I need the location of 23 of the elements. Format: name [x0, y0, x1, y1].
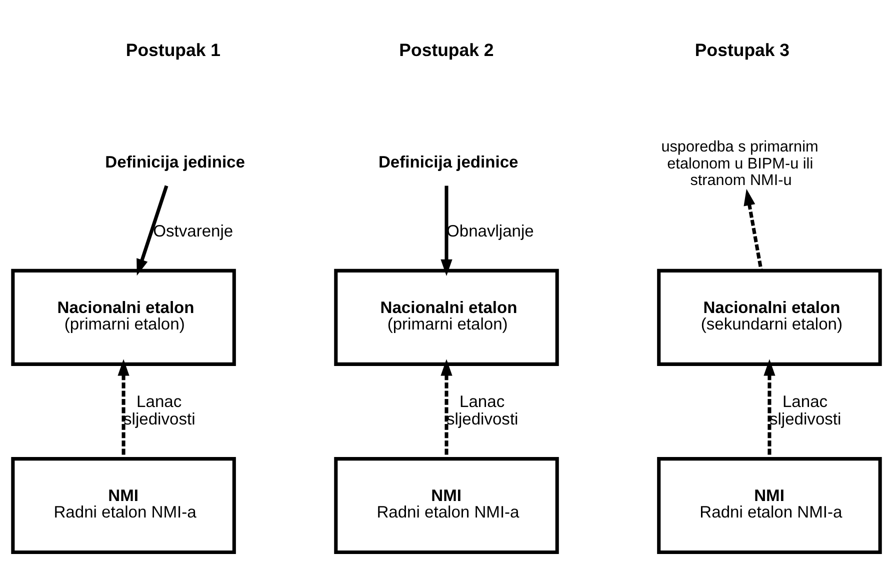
node-text: Definicija jedinice [378, 152, 518, 171]
node-box: Nacionalni etalon (sekundarni etalon) [657, 268, 882, 366]
edge-label: Lanac sljedivosti [124, 391, 196, 428]
arrow [136, 184, 168, 276]
label: Postupak 3 [694, 39, 790, 60]
arrow [440, 185, 452, 276]
node-box: NMI Radni etalon NMI-a [334, 456, 559, 554]
node-box: Nacionalni etalon (primarni etalon) [334, 268, 559, 366]
node-box: NMI Radni etalon NMI-a [11, 456, 236, 554]
arrow [440, 358, 452, 458]
label: Postupak 2 [399, 39, 494, 60]
arrow [764, 358, 776, 458]
edge-label: Lanac sljedivosti [446, 391, 518, 428]
node-text: usporedba s primarnim etalonom u BIPM-u ili stranom NMI-u [661, 138, 818, 188]
arrow [744, 188, 763, 270]
edge-label: Obnavljanje [446, 221, 534, 240]
label: Postupak 1 [126, 39, 221, 60]
node-box: NMI Radni etalon NMI-a [657, 456, 882, 554]
node-box: Nacionalni etalon (primarni etalon) [11, 268, 236, 366]
node-text: Definicija jedinice [105, 152, 245, 171]
edge-label: Lanac sljedivosti [769, 391, 842, 428]
edge-label: Ostvarenje [153, 221, 234, 240]
arrow [118, 358, 130, 458]
